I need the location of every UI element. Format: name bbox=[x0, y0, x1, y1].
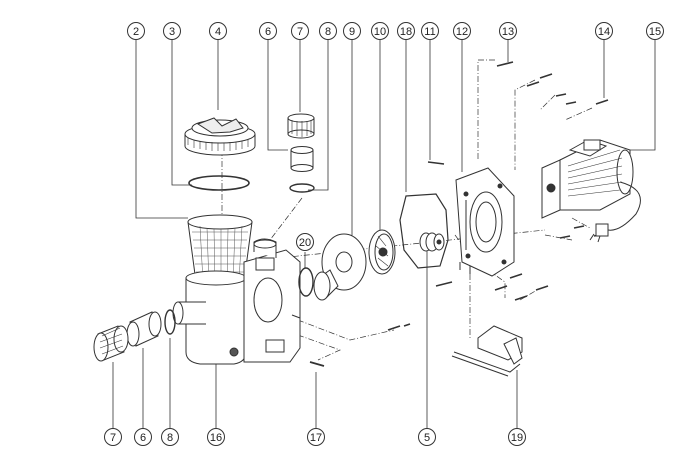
callout-number: 11 bbox=[424, 26, 435, 38]
callout-7: 7 bbox=[291, 22, 309, 40]
callout-circle bbox=[319, 22, 337, 40]
diffuser bbox=[313, 233, 367, 301]
callout-number: 13 bbox=[502, 26, 514, 38]
callout-number: 15 bbox=[649, 26, 661, 38]
callout-11: 11 bbox=[421, 22, 439, 40]
motor bbox=[541, 139, 641, 243]
union-tail-bottom bbox=[126, 311, 162, 347]
callout-19: 19 bbox=[508, 428, 526, 446]
callout-number: 20 bbox=[299, 237, 311, 249]
callout-number: 19 bbox=[511, 432, 523, 444]
callout-9: 9 bbox=[343, 22, 361, 40]
pump-housing bbox=[172, 238, 301, 365]
callout-10: 10 bbox=[371, 22, 389, 40]
impeller bbox=[368, 229, 396, 275]
motor-bolts bbox=[555, 93, 609, 239]
callout-number: 2 bbox=[133, 26, 139, 38]
callout-8: 8 bbox=[161, 428, 179, 446]
callout-circle bbox=[418, 428, 436, 446]
union-tail-top bbox=[290, 146, 314, 172]
seal-plate-screws bbox=[427, 161, 453, 287]
callout-number: 5 bbox=[424, 432, 430, 444]
callout-number: 14 bbox=[598, 26, 610, 38]
callout-20: 20 bbox=[296, 233, 314, 251]
callout-number: 3 bbox=[169, 26, 175, 38]
callout-layer: 2 3 4 6 7 8 9 10 18 11 12 13 14 15 7 6 8 16 17 5 19 20 bbox=[104, 22, 664, 446]
callout-number: 17 bbox=[310, 432, 322, 444]
callout-number: 6 bbox=[265, 26, 271, 38]
callout-circle bbox=[508, 428, 526, 446]
callout-circle bbox=[163, 22, 181, 40]
callout-circle bbox=[291, 22, 309, 40]
callout-circle bbox=[161, 428, 179, 446]
callout-number: 9 bbox=[349, 26, 355, 38]
seal-plate bbox=[455, 167, 515, 277]
callout-14: 14 bbox=[595, 22, 613, 40]
bracket-bolts bbox=[494, 61, 553, 301]
callout-15: 15 bbox=[646, 22, 664, 40]
callout-18: 18 bbox=[397, 22, 415, 40]
callout-circle bbox=[499, 22, 517, 40]
diffuser-o-ring bbox=[298, 267, 314, 297]
callout-6: 6 bbox=[259, 22, 277, 40]
leader-lines bbox=[112, 40, 656, 428]
callout-circle bbox=[453, 22, 471, 40]
callout-number: 4 bbox=[215, 26, 221, 38]
callout-circle bbox=[595, 22, 613, 40]
callout-6: 6 bbox=[134, 428, 152, 446]
pump-foot bbox=[451, 325, 523, 377]
callout-number: 12 bbox=[456, 26, 468, 38]
callout-5: 5 bbox=[418, 428, 436, 446]
strainer-lid bbox=[184, 117, 256, 156]
callout-number: 7 bbox=[110, 432, 116, 444]
callout-circle bbox=[371, 22, 389, 40]
callout-number: 10 bbox=[374, 26, 386, 38]
callout-12: 12 bbox=[453, 22, 471, 40]
union-o-ring-top bbox=[289, 183, 315, 193]
union-nut-top bbox=[287, 113, 315, 139]
callout-circle bbox=[259, 22, 277, 40]
housing-screws bbox=[387, 323, 411, 331]
callout-number: 8 bbox=[325, 26, 331, 38]
callout-circle bbox=[307, 428, 325, 446]
callout-circle bbox=[127, 22, 145, 40]
callout-13: 13 bbox=[499, 22, 517, 40]
callout-8: 8 bbox=[319, 22, 337, 40]
callout-number: 7 bbox=[297, 26, 303, 38]
callout-3: 3 bbox=[163, 22, 181, 40]
callout-circle bbox=[209, 22, 227, 40]
callout-16: 16 bbox=[207, 428, 225, 446]
seal-plate-gasket bbox=[399, 193, 449, 269]
callout-circle bbox=[296, 233, 314, 251]
assembly-axis-lines bbox=[221, 59, 593, 361]
drain-screw bbox=[309, 361, 325, 367]
callout-17: 17 bbox=[307, 428, 325, 446]
mechanical-seal bbox=[419, 232, 445, 252]
union-o-ring-bottom bbox=[164, 309, 176, 335]
callout-number: 6 bbox=[140, 432, 146, 444]
callout-circle bbox=[421, 22, 439, 40]
lid-o-ring bbox=[188, 175, 250, 191]
callout-number: 8 bbox=[167, 432, 173, 444]
callout-circle bbox=[343, 22, 361, 40]
callout-number: 16 bbox=[210, 432, 222, 444]
callout-circle bbox=[207, 428, 225, 446]
callout-circle bbox=[104, 428, 122, 446]
callout-2: 2 bbox=[127, 22, 145, 40]
callout-circle bbox=[397, 22, 415, 40]
callout-7: 7 bbox=[104, 428, 122, 446]
callout-4: 4 bbox=[209, 22, 227, 40]
callout-number: 18 bbox=[400, 26, 412, 38]
union-nut-bottom bbox=[93, 325, 129, 362]
callout-circle bbox=[134, 428, 152, 446]
callout-circle bbox=[646, 22, 664, 40]
